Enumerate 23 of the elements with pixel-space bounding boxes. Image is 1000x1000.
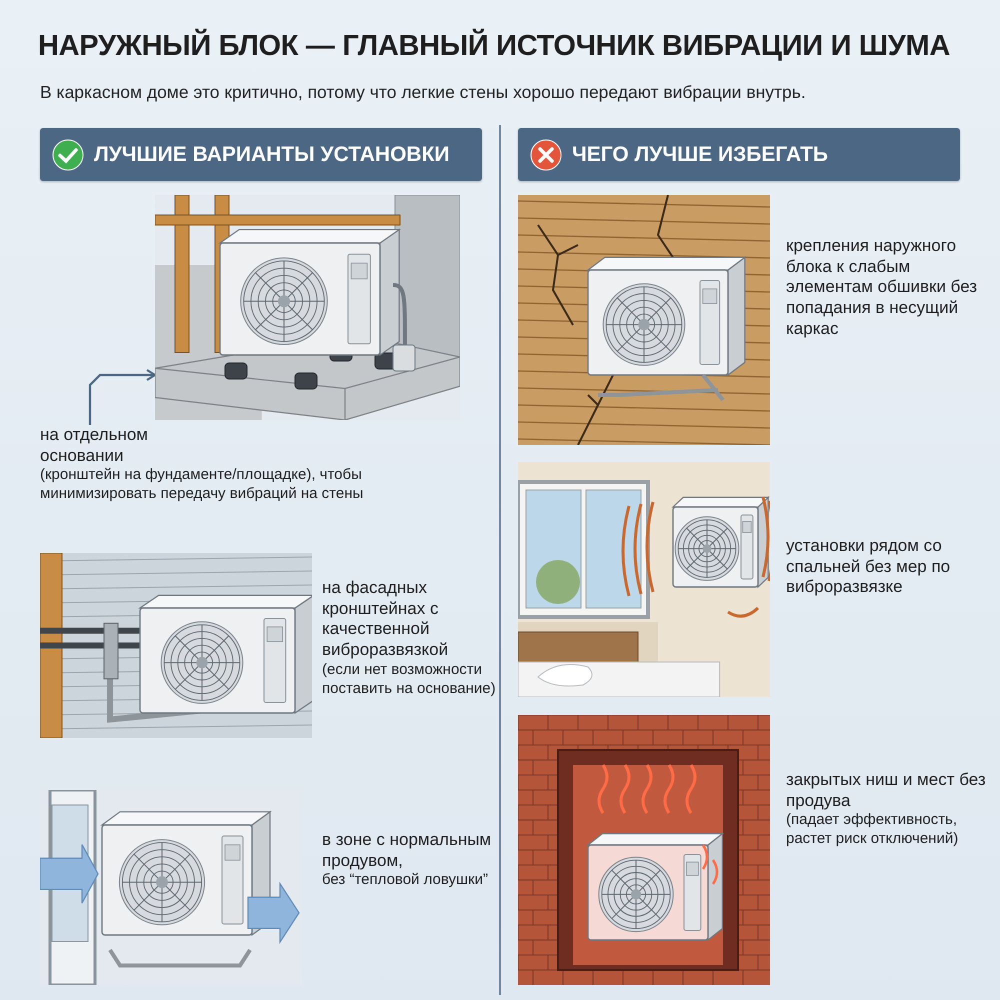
airflow-unit-drawing xyxy=(40,790,302,985)
subtitle: В каркасном доме это критично, потому что легкие стены хорошо передают вибрации внутрь. xyxy=(40,82,806,103)
caption-text: на отдельном основании xyxy=(40,425,149,466)
cracked-wall-unit-drawing xyxy=(518,195,770,445)
leader-arrow xyxy=(88,368,156,425)
caption-text: в зоне с нормальным продувом, xyxy=(322,830,492,872)
section-header xyxy=(518,128,960,181)
brick-niche-unit-drawing xyxy=(518,715,770,985)
bedroom-unit-drawing xyxy=(518,462,770,697)
caption-text: (падает эффективность, растет риск отключений) xyxy=(786,811,960,849)
caption-text: на фасадных кронштейнах с качественной виброразвязкой xyxy=(322,578,450,661)
page-title: НАРУЖНЫЙ БЛОК — ГЛАВНЫЙ ИСТОЧНИК ВИБРАЦИИ И ШУМА xyxy=(38,30,950,63)
caption-text: без “тепловой ловушки” xyxy=(322,871,489,890)
section-title: ЧЕГО ЛУЧШЕ ИЗБЕГАТЬ xyxy=(572,142,828,166)
facade-bracket-drawing xyxy=(40,553,312,738)
caption-text: закрытых ниш и мест без продува xyxy=(786,770,987,812)
caption-text: установки рядом со спальней без мер по виброразвязке xyxy=(786,536,952,598)
section-header xyxy=(40,128,482,181)
section-title: ЛУЧШИЕ ВАРИАНТЫ УСТАНОВКИ xyxy=(94,142,450,166)
caption-text: (кронштейн на фундаменте/площадке), чтобы минимизировать передачу вибраций на стены xyxy=(40,466,364,504)
foundation-mount-drawing xyxy=(155,195,460,420)
caption-text: (если нет возможности поставить на основание) xyxy=(322,660,497,698)
caption-text: крепления наружного блока к слабым элементам обшивки без попадания в несущий каркас xyxy=(786,236,978,340)
